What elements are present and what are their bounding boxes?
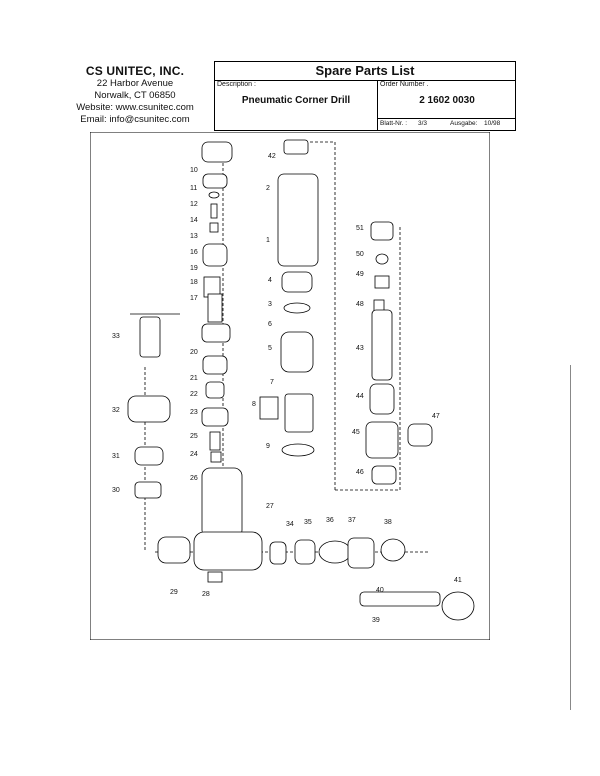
right-group bbox=[365, 221, 433, 485]
part-label-39: 39 bbox=[372, 617, 380, 624]
angle-head bbox=[157, 467, 475, 621]
part-label-16: 16 bbox=[190, 249, 198, 256]
issue-label: Ausgabe: bbox=[450, 120, 478, 127]
part-label-51: 51 bbox=[356, 225, 364, 232]
part-label-40: 40 bbox=[376, 587, 384, 594]
company-block: CS UNITEC, INC. 22 Harbor Avenue Norwalk… bbox=[60, 64, 210, 126]
part-label-48: 48 bbox=[356, 301, 364, 308]
part-numbers: 10 11 12 14 13 16 19 18 17 20 21 22 23 2… bbox=[112, 153, 462, 624]
housing-group bbox=[259, 139, 319, 457]
sheet-issue-row: Blatt-Nr. : 3/3 Ausgabe: 10/98 bbox=[378, 118, 516, 131]
spare-parts-header: Spare Parts List Description : Pneumatic… bbox=[214, 61, 516, 131]
part-label-19: 19 bbox=[190, 265, 198, 272]
part-label-45: 45 bbox=[352, 429, 360, 436]
part-label-9: 9 bbox=[266, 443, 270, 450]
part-label-17: 17 bbox=[190, 295, 198, 302]
part-label-8: 8 bbox=[252, 401, 256, 408]
part-label-50: 50 bbox=[356, 251, 364, 258]
part-label-24: 24 bbox=[190, 451, 198, 458]
sheet-label: Blatt-Nr. : bbox=[380, 120, 408, 127]
description-value: Pneumatic Corner Drill bbox=[241, 95, 351, 106]
part-label-41: 41 bbox=[454, 577, 462, 584]
part-label-3: 3 bbox=[268, 301, 272, 308]
company-name: CS UNITEC, INC. bbox=[85, 64, 185, 78]
part-label-43: 43 bbox=[356, 345, 364, 352]
drive-stack bbox=[201, 141, 233, 463]
part-label-4: 4 bbox=[268, 277, 272, 284]
part-label-1: 1 bbox=[266, 237, 270, 244]
part-label-49: 49 bbox=[356, 271, 364, 278]
part-label-47: 47 bbox=[432, 413, 440, 420]
description-label: Description : bbox=[217, 81, 256, 88]
part-label-20: 20 bbox=[190, 349, 198, 356]
part-label-38: 38 bbox=[384, 519, 392, 526]
company-email: Email: info@csunitec.com bbox=[80, 114, 190, 125]
part-label-37: 37 bbox=[348, 517, 356, 524]
part-label-2: 2 bbox=[266, 185, 270, 192]
part-label-46: 46 bbox=[356, 469, 364, 476]
part-label-35: 35 bbox=[304, 519, 312, 526]
part-label-42: 42 bbox=[268, 153, 276, 160]
description-cell: Description : bbox=[215, 80, 378, 130]
part-label-11: 11 bbox=[190, 185, 197, 192]
part-label-10: 10 bbox=[190, 167, 198, 174]
company-address-line2: Norwalk, CT 06850 bbox=[94, 90, 176, 101]
order-number-value: 2 1602 0030 bbox=[419, 95, 475, 106]
edge-line bbox=[570, 365, 571, 710]
part-label-5: 5 bbox=[268, 345, 272, 352]
company-address-line1: 22 Harbor Avenue bbox=[96, 78, 174, 89]
part-label-29: 29 bbox=[170, 589, 178, 596]
part-label-18: 18 bbox=[190, 279, 198, 286]
part-label-30: 30 bbox=[112, 487, 120, 494]
part-label-32: 32 bbox=[112, 407, 120, 414]
part-label-6: 6 bbox=[268, 321, 272, 328]
part-label-25: 25 bbox=[190, 433, 198, 440]
part-label-31: 31 bbox=[112, 453, 120, 460]
issue-value: 10/98 bbox=[484, 120, 501, 127]
part-label-33: 33 bbox=[112, 333, 120, 340]
part-label-12: 12 bbox=[190, 201, 198, 208]
part-label-27: 27 bbox=[266, 503, 274, 510]
part-label-14: 14 bbox=[190, 217, 198, 224]
part-label-36: 36 bbox=[326, 517, 334, 524]
part-label-21: 21 bbox=[190, 375, 198, 382]
part-label-26: 26 bbox=[190, 475, 198, 482]
part-label-23: 23 bbox=[190, 409, 198, 416]
left-fittings bbox=[127, 313, 180, 499]
part-label-28: 28 bbox=[202, 591, 210, 598]
company-website: Website: www.csunitec.com bbox=[76, 102, 194, 113]
order-number-label: Order Number . bbox=[380, 81, 429, 88]
part-label-44: 44 bbox=[356, 393, 364, 400]
part-label-7: 7 bbox=[270, 379, 274, 386]
part-label-22: 22 bbox=[190, 391, 198, 398]
part-label-34: 34 bbox=[286, 521, 294, 528]
document-title: Spare Parts List bbox=[215, 62, 515, 81]
exploded-parts-diagram: 10 11 12 14 13 16 19 18 17 20 21 22 23 2… bbox=[90, 132, 490, 640]
part-label-13: 13 bbox=[190, 233, 198, 240]
sheet-value: 3/3 bbox=[418, 120, 428, 127]
